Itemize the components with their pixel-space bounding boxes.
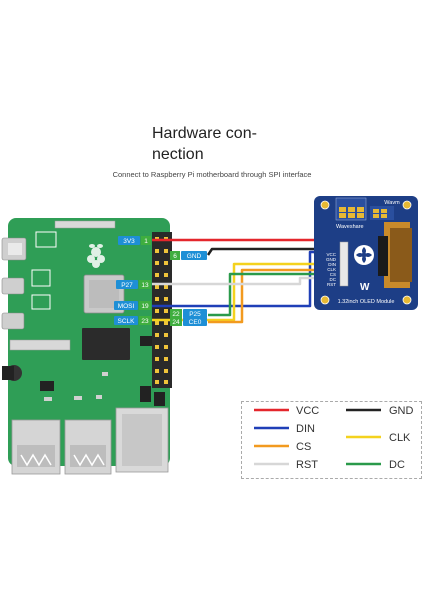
raspberry-logo <box>87 244 105 268</box>
svg-text:CLK: CLK <box>389 432 411 444</box>
pin-label-sclk: SCLK 23 <box>114 316 151 325</box>
oled-brand-right: Wavm <box>384 200 400 206</box>
pin-label-gnd: 6 GND <box>170 251 207 260</box>
oled-module: Wavm Waveshare VCC GND DIN CLK CS DC RST… <box>314 196 418 310</box>
legend-item-dc: DC <box>346 459 405 471</box>
pin-label-p27: P27 13 <box>116 280 151 289</box>
wire-rst <box>152 276 340 286</box>
legend-item-cs: CS <box>254 441 311 453</box>
usb-ports <box>11 407 169 475</box>
legend: VCC GND DIN CLK CS DC RST <box>254 405 414 471</box>
legend-item-clk: CLK <box>346 432 411 444</box>
svg-text:DC: DC <box>389 459 405 471</box>
svg-text:1: 1 <box>144 238 148 245</box>
page-subtitle: Connect to Raspberry Pi motherboard thro… <box>112 170 312 179</box>
legend-item-gnd: GND <box>346 405 414 417</box>
legend-item-din: DIN <box>254 423 315 435</box>
svg-text:VCC: VCC <box>296 405 319 417</box>
wire-dc <box>208 272 340 317</box>
svg-text:3V3: 3V3 <box>123 238 135 245</box>
svg-text:RST: RST <box>327 282 336 287</box>
svg-text:P25: P25 <box>189 311 201 318</box>
svg-text:23: 23 <box>141 318 149 325</box>
waveshare-logo-icon: W <box>360 282 370 293</box>
svg-text:MOSI: MOSI <box>118 303 135 310</box>
svg-text:CS: CS <box>296 441 311 453</box>
svg-text:24: 24 <box>172 319 180 326</box>
legend-item-rst: RST <box>254 459 318 471</box>
legend-item-vcc: VCC <box>254 405 319 417</box>
svg-text:GND: GND <box>326 257 337 262</box>
svg-text:P27: P27 <box>121 282 133 289</box>
svg-text:DIN: DIN <box>328 262 336 267</box>
wire-cs <box>208 268 340 324</box>
pin-label-3v3: 3V3 1 <box>118 236 151 245</box>
oled-pin-labels: VCC GND DIN CLK CS DC RST <box>326 252 337 287</box>
svg-text:13: 13 <box>141 282 149 289</box>
pin-label-p25: 22 P25 <box>170 309 207 318</box>
svg-text:DIN: DIN <box>296 423 315 435</box>
svg-text:GND: GND <box>389 405 414 417</box>
svg-text:DC: DC <box>330 277 337 282</box>
svg-text:19: 19 <box>141 303 149 310</box>
oled-caption: 1.32inch OLED Module <box>338 299 395 305</box>
pin-label-mosi: MOSI 19 <box>114 301 151 310</box>
svg-text:RST: RST <box>296 459 318 471</box>
svg-text:6: 6 <box>173 253 177 260</box>
svg-text:GND: GND <box>187 253 202 260</box>
svg-text:CS: CS <box>330 272 336 277</box>
svg-text:VCC: VCC <box>326 252 336 257</box>
svg-text:22: 22 <box>172 311 180 318</box>
legend-frame <box>241 401 422 479</box>
svg-text:CE0: CE0 <box>189 319 202 326</box>
svg-text:CLK: CLK <box>327 267 336 272</box>
oled-brand: Waveshare <box>336 224 364 230</box>
raspberry-pi-board <box>1 218 172 475</box>
svg-text:SCLK: SCLK <box>118 318 136 325</box>
page-title: Hardware con- nection <box>152 125 257 163</box>
fan-icon <box>354 245 374 265</box>
pin-label-ce0: 24 CE0 <box>170 317 207 326</box>
